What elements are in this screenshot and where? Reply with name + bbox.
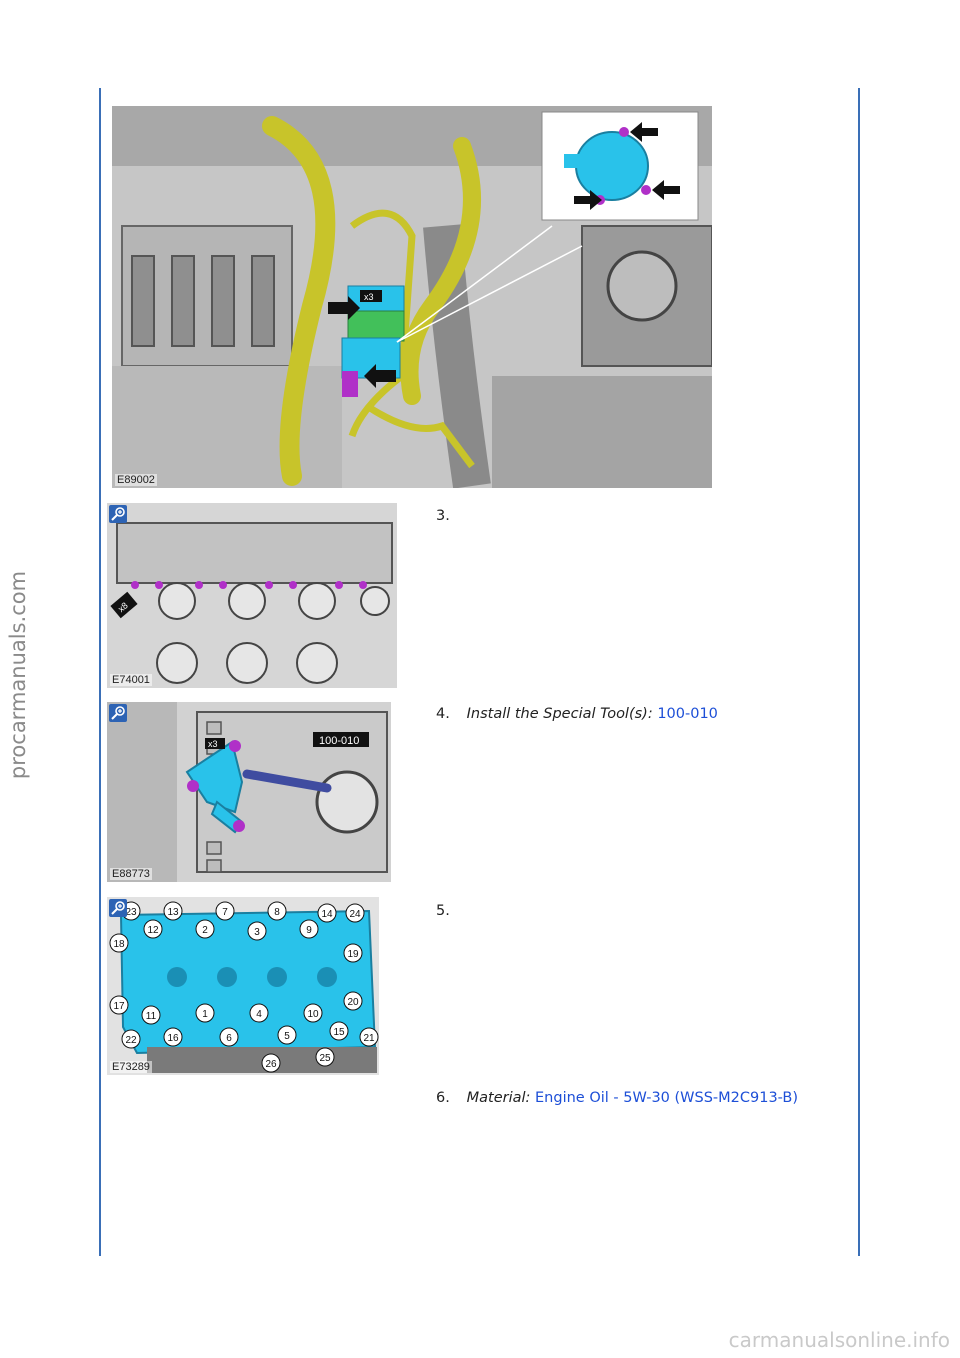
figure-code: E74001 bbox=[110, 674, 152, 686]
seq-label: 7 bbox=[222, 907, 228, 918]
material-link[interactable]: Engine Oil - 5W-30 (WSS-M2C913-B) bbox=[535, 1090, 798, 1106]
figure-tightening-sequence: 23 13 7 8 14 24 12 2 3 9 18 19 17 20 11 … bbox=[107, 897, 379, 1075]
seq-label: 5 bbox=[284, 1031, 290, 1042]
seq-label: 26 bbox=[265, 1059, 277, 1070]
step-number: 3. bbox=[436, 508, 450, 524]
seq-label: 15 bbox=[333, 1027, 345, 1038]
figure-special-tool: x3 100-010 E88773 bbox=[107, 702, 391, 882]
seq-label: 16 bbox=[167, 1033, 179, 1044]
seq-label: 9 bbox=[306, 925, 312, 936]
seq-label: 12 bbox=[147, 925, 159, 936]
right-margin-rule bbox=[858, 88, 860, 1256]
step-prefix: Material: bbox=[466, 1090, 531, 1106]
special-tool-link[interactable]: 100-010 bbox=[657, 706, 718, 722]
step-prefix: Install the Special Tool(s): bbox=[466, 706, 653, 722]
seq-label: 4 bbox=[256, 1009, 262, 1020]
step-number: 6. bbox=[436, 1090, 450, 1106]
seq-label: 20 bbox=[347, 997, 359, 1008]
step-number: 5. bbox=[436, 903, 450, 919]
seq-label: 13 bbox=[167, 907, 179, 918]
figure-engine-bay: x3 E89002 bbox=[112, 106, 712, 488]
seq-label: 1 bbox=[202, 1009, 208, 1020]
seq-label: 3 bbox=[254, 927, 260, 938]
step-5: 5. bbox=[436, 903, 462, 919]
seq-label: 6 bbox=[226, 1033, 232, 1044]
step-4: 4. Install the Special Tool(s): 100-010 bbox=[436, 706, 718, 722]
seq-label: 21 bbox=[363, 1033, 375, 1044]
seq-label: 2 bbox=[202, 925, 208, 936]
seq-label: 11 bbox=[146, 1011, 157, 1022]
footer-watermark: carmanualsonline.info bbox=[728, 1328, 950, 1352]
seq-label: 18 bbox=[113, 939, 125, 950]
zoom-icon[interactable] bbox=[109, 704, 127, 722]
seq-label: 22 bbox=[125, 1035, 137, 1046]
seq-label: 17 bbox=[113, 1001, 125, 1012]
step-number: 4. bbox=[436, 706, 450, 722]
seq-label: 8 bbox=[274, 907, 280, 918]
seq-label: 23 bbox=[125, 907, 137, 918]
fig3-callout-tool: 100-010 bbox=[319, 735, 359, 747]
seq-label: 14 bbox=[321, 909, 333, 920]
fig1-callout: x3 bbox=[364, 292, 374, 302]
step-6: 6. Material: Engine Oil - 5W-30 (WSS-M2C… bbox=[436, 1090, 798, 1106]
figure-code: E73289 bbox=[110, 1061, 152, 1073]
step-3: 3. bbox=[436, 508, 462, 524]
seq-label: 10 bbox=[307, 1009, 319, 1020]
zoom-icon[interactable] bbox=[109, 899, 127, 917]
left-margin-rule bbox=[99, 88, 101, 1256]
side-watermark: procarmanuals.com bbox=[6, 570, 30, 780]
seq-label: 25 bbox=[319, 1053, 331, 1064]
seq-label: 19 bbox=[347, 949, 359, 960]
figure-code: E88773 bbox=[110, 868, 152, 880]
fig3-callout-x3: x3 bbox=[208, 739, 218, 749]
zoom-icon[interactable] bbox=[109, 505, 127, 523]
seq-label: 24 bbox=[349, 909, 361, 920]
figure-code: E89002 bbox=[115, 474, 157, 486]
figure-cylinder-head: x8 E74001 bbox=[107, 503, 397, 688]
